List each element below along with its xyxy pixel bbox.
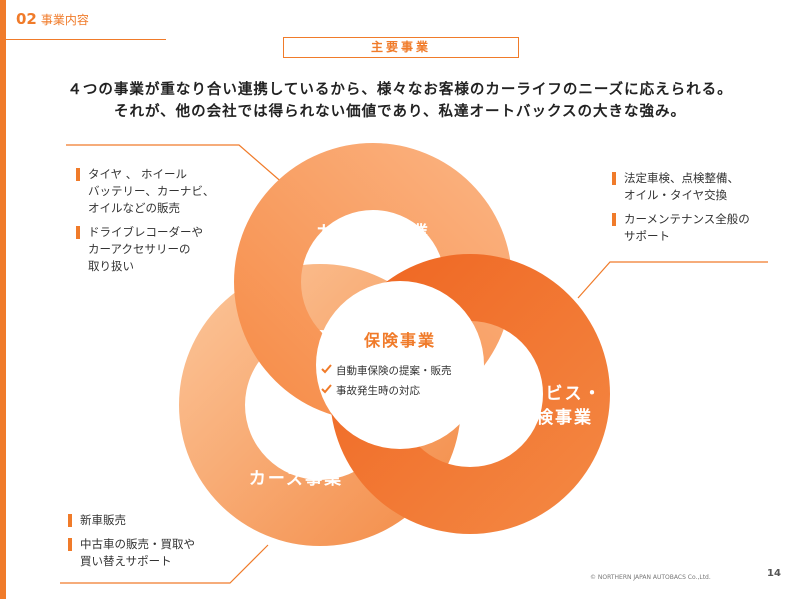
note-line: 法定車検、点検整備、: [624, 171, 739, 185]
insurance-item-2: 事故発生時の対応: [336, 384, 420, 397]
note-line: 新車販売: [80, 513, 126, 527]
note-item: ドライブレコーダーや カーアクセサリーの 取り扱い: [76, 224, 246, 275]
connector-line-cars: [60, 544, 269, 584]
note-line: タイヤ 、 ホイール: [88, 167, 187, 181]
connector-line-service: [577, 261, 768, 299]
note-line: 取り扱い: [88, 259, 134, 273]
note-item: 新車販売: [68, 512, 238, 529]
label-service-line-1: サービス・: [508, 384, 603, 404]
insurance-title: 保険事業: [363, 331, 436, 350]
label-car-goods: カー用品事業: [316, 222, 430, 243]
note-line: オイル・タイヤ交換: [624, 188, 728, 202]
copyright: © NORTHERN JAPAN AUTOBACS Co.,Ltd.: [590, 574, 711, 581]
note-service: 法定車検、点検整備、 オイル・タイヤ交換 カーメンテナンス全般の サポート: [612, 170, 792, 252]
note-item: タイヤ 、 ホイール バッテリー、カーナビ、 オイルなどの販売: [76, 166, 246, 217]
note-line: 買い替えサポート: [80, 554, 172, 568]
note-line: バッテリー、カーナビ、: [88, 184, 215, 198]
headline-line-1: ４つの事業が重なり合い連携しているから、様々なお客様のカーライフのニーズに応えら…: [67, 82, 733, 98]
note-line: カーメンテナンス全般の: [624, 212, 750, 226]
note-line: ドライブレコーダーや: [88, 225, 203, 239]
note-car-goods: タイヤ 、 ホイール バッテリー、カーナビ、 オイルなどの販売 ドライブレコーダ…: [76, 166, 246, 282]
check-icon: [321, 384, 332, 394]
note-line: オイルなどの販売: [88, 201, 180, 215]
note-cars: 新車販売 中古車の販売・買取や 買い替えサポート: [68, 512, 238, 577]
main-business-label: 主要事業: [283, 37, 519, 58]
section-number: 02: [16, 10, 37, 28]
check-icon: [321, 364, 332, 374]
page-number: 14: [767, 568, 781, 579]
section-title: 事業内容: [40, 13, 89, 27]
label-cars: カーズ事業: [249, 468, 343, 489]
note-line: カーアクセサリーの: [88, 242, 191, 256]
center-disc: [316, 281, 484, 449]
accent-sidebar-bar: [0, 0, 6, 599]
connector-line-car-goods: [66, 144, 286, 186]
note-item: 中古車の販売・買取や 買い替えサポート: [68, 536, 238, 570]
note-item: 法定車検、点検整備、 オイル・タイヤ交換: [612, 170, 792, 204]
headline-line-2: それが、他の会社では得られない価値であり、私達オートバックスの大きな強み。: [113, 104, 687, 120]
section-underline: [6, 39, 166, 40]
label-service-line-2: 車検事業: [517, 407, 593, 428]
insurance-item-1: 自動車保険の提案・販売: [336, 364, 452, 377]
note-line: 中古車の販売・買取や: [80, 537, 195, 551]
note-line: サポート: [624, 229, 670, 243]
note-item: カーメンテナンス全般の サポート: [612, 211, 792, 245]
